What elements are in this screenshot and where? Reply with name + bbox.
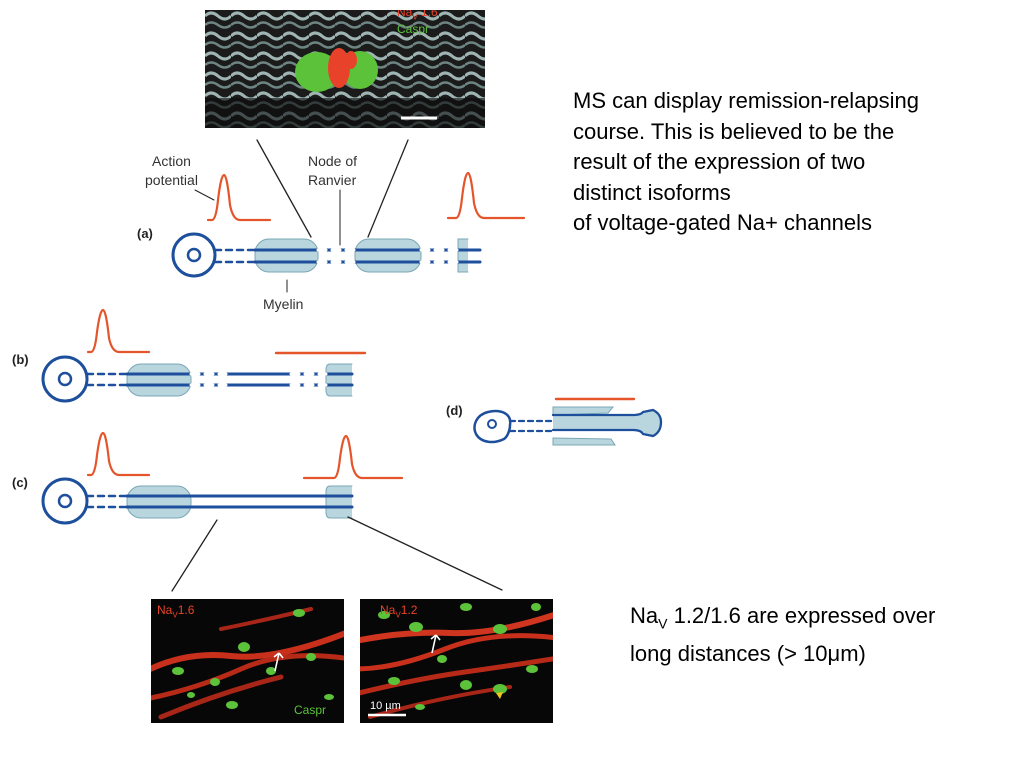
arrowhead-marker: [496, 692, 503, 699]
panel-b-label: (b): [12, 352, 29, 367]
leader-line: [194, 189, 215, 201]
panel-c-axon: [41, 477, 354, 525]
micrograph-nav16: NaV1.6 Caspr: [151, 599, 344, 723]
action-potential-label-1: Action: [152, 153, 191, 169]
micrograph-nav12-label: NaV1.2: [380, 603, 418, 620]
main-text-block: MS can display remission-relapsing cours…: [573, 86, 1013, 239]
text-line: result of the expression of two: [573, 149, 866, 174]
nav-text-line-1: NaV 1.2/1.6 are expressed over: [630, 603, 936, 632]
panel-d-label: (d): [446, 403, 463, 418]
spike-c-left: [86, 431, 151, 477]
micrograph-nav12: NaV1.2 10 µm: [360, 599, 553, 723]
top-micrograph-caspr-label: Caspr: [397, 22, 430, 36]
spike-b: [86, 308, 151, 354]
spike-c-right: [302, 434, 404, 480]
panel-a-label: (a): [137, 226, 153, 241]
micrograph-nav16-image: [151, 599, 344, 723]
nav-text-line-2: long distances (> 10μm): [630, 640, 866, 666]
node-label-2: Ranvier: [308, 172, 357, 188]
arrow-marker: [430, 634, 441, 654]
panel-b-axon: [41, 355, 354, 403]
nav-text-block: NaV 1.2/1.6 are expressed over long dist…: [630, 601, 1020, 669]
panel-a-axon: [171, 232, 482, 278]
micrograph-nav16-caspr: Caspr: [294, 703, 327, 717]
pointer-line: [256, 139, 312, 238]
pointer-line: [367, 139, 409, 238]
panel-c-label: (c): [12, 475, 28, 490]
micrograph-nav12-scale: 10 µm: [370, 700, 401, 712]
text-line: of voltage-gated Na+ channels: [573, 210, 873, 235]
spike-a-right: [446, 171, 526, 220]
text-line: course. This is believed to be the: [573, 118, 895, 144]
action-potential-label-2: potential: [145, 172, 198, 188]
myelin-label: Myelin: [263, 296, 304, 312]
text-line: MS can display remission-relapsing: [573, 88, 920, 113]
panel-d-axon: [473, 406, 663, 446]
spike-a-left: [206, 173, 272, 222]
pointer-line: [347, 516, 503, 591]
micrograph-nav16-label: NaV1.6: [157, 603, 195, 620]
micrograph-nav12-image: [360, 599, 553, 723]
top-micrograph-image: [205, 10, 485, 128]
text-line: distinct isoforms: [573, 179, 731, 205]
node-label-1: Node of: [308, 153, 358, 169]
top-micrograph: NaV 1.6 Caspr: [205, 10, 485, 128]
top-micrograph-na-label: NaV 1.6: [397, 10, 438, 22]
pointer-line: [171, 519, 218, 592]
arrow-marker: [273, 652, 284, 672]
